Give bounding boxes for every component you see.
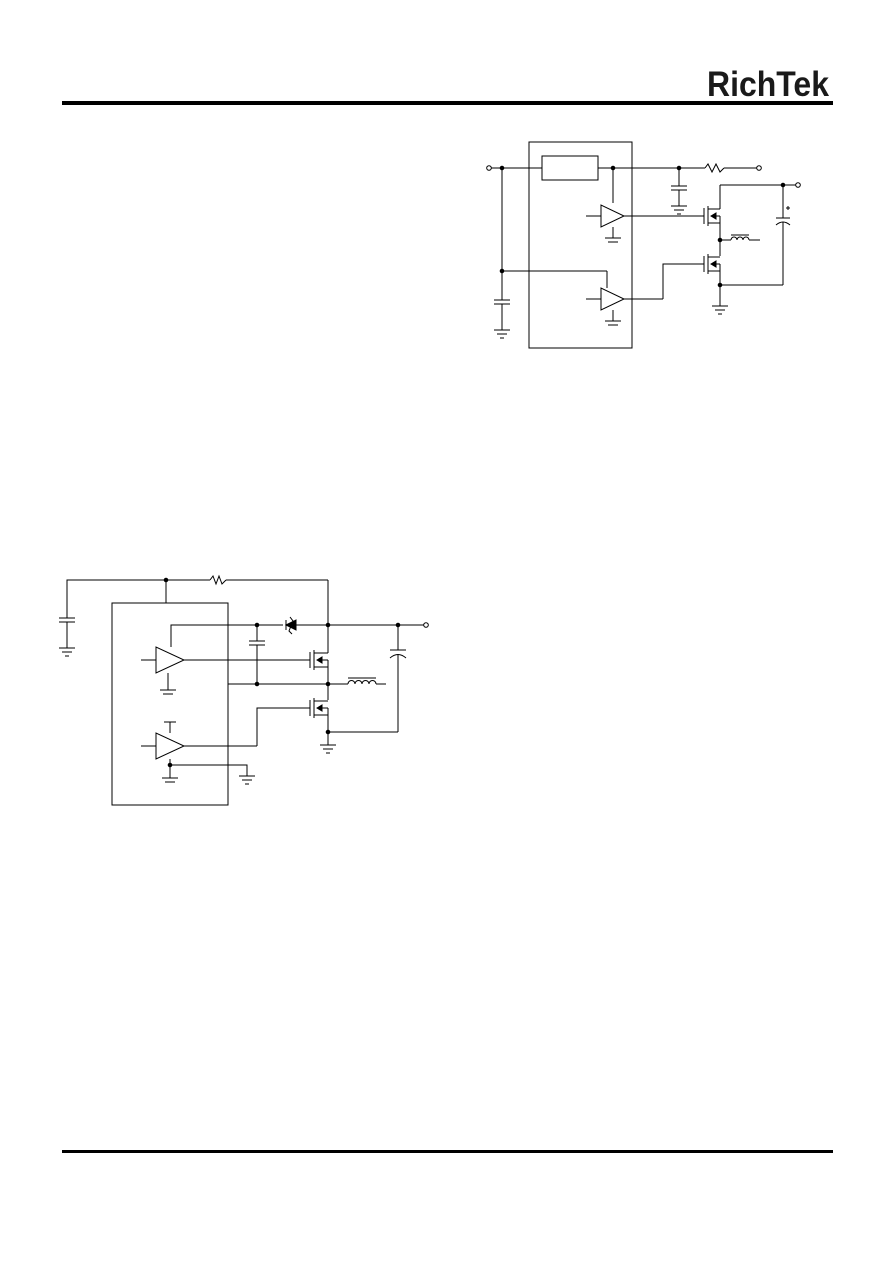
driver-lower <box>586 263 704 326</box>
input-capacitor <box>494 299 510 339</box>
schematic-top <box>478 135 808 355</box>
schematic-bottom <box>52 573 432 810</box>
ic-outline <box>528 141 633 349</box>
richtek-logo: RichTek <box>705 60 833 102</box>
resistor <box>209 574 227 586</box>
mosfet-low <box>309 698 336 754</box>
mosfet-high <box>309 625 329 700</box>
resistor <box>704 162 762 174</box>
bootstrap-rail <box>170 616 429 647</box>
ic-outline <box>111 602 229 806</box>
svg-text:RichTek: RichTek <box>707 65 829 102</box>
header-rule <box>62 101 833 105</box>
footer-rule <box>62 1150 833 1153</box>
mosfet-low <box>703 254 728 315</box>
switch-node <box>228 681 348 687</box>
output-inductor <box>717 234 760 243</box>
driver-upper <box>141 646 310 695</box>
input-wiring <box>486 165 705 300</box>
output-wiring <box>717 182 801 288</box>
mosfet-high <box>703 185 721 256</box>
top-wiring <box>66 577 329 625</box>
output-capacitor <box>328 625 407 733</box>
input-capacitor <box>59 617 75 657</box>
richtek-logo-mark: RichTek <box>706 64 830 102</box>
bootstrap-capacitor <box>249 625 265 684</box>
output-inductor <box>347 677 386 685</box>
driver-lower <box>141 707 310 785</box>
driver-upper <box>586 204 704 243</box>
bypass-capacitor <box>671 168 687 215</box>
